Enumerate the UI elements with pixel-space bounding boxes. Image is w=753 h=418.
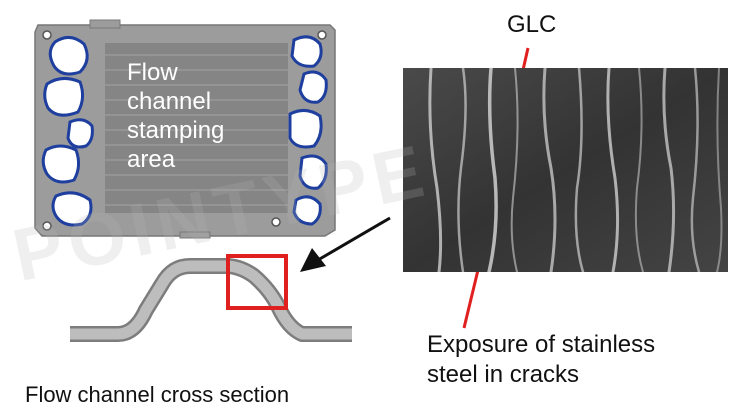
manifold-hole (292, 195, 322, 226)
manifold-hole (298, 154, 328, 190)
bolt-hole (317, 30, 327, 40)
manifold-hole (41, 144, 81, 184)
bolt-hole (271, 217, 281, 227)
flow-channel-stamping-area (105, 43, 288, 213)
crack-exposure-label: Exposure of stainless steel in cracks (427, 331, 656, 388)
stamping-area-label: Flow channel stamping area (127, 59, 225, 173)
cross-section-caption: Flow channel cross section (25, 382, 290, 407)
bolt-holes (42, 30, 327, 231)
manifold-hole (48, 36, 89, 76)
glc-label: GLC (507, 11, 557, 38)
crack-lines (428, 68, 723, 272)
manifold-hole (66, 118, 94, 149)
manifold-hole (51, 191, 93, 227)
bolt-hole (42, 30, 52, 40)
crack-highlight-box (226, 254, 288, 310)
bolt-hole (42, 221, 52, 231)
right-manifold-holes (288, 35, 328, 226)
sem-micrograph (403, 68, 728, 272)
flow-channel-hatching (105, 54, 288, 206)
left-manifold-holes (41, 36, 94, 227)
manifold-hole (298, 70, 328, 104)
zoom-arrow (300, 216, 391, 272)
manifold-hole (290, 35, 323, 68)
manifold-hole (288, 109, 323, 149)
cross-section-profile (70, 258, 352, 342)
manifold-hole (43, 77, 85, 117)
